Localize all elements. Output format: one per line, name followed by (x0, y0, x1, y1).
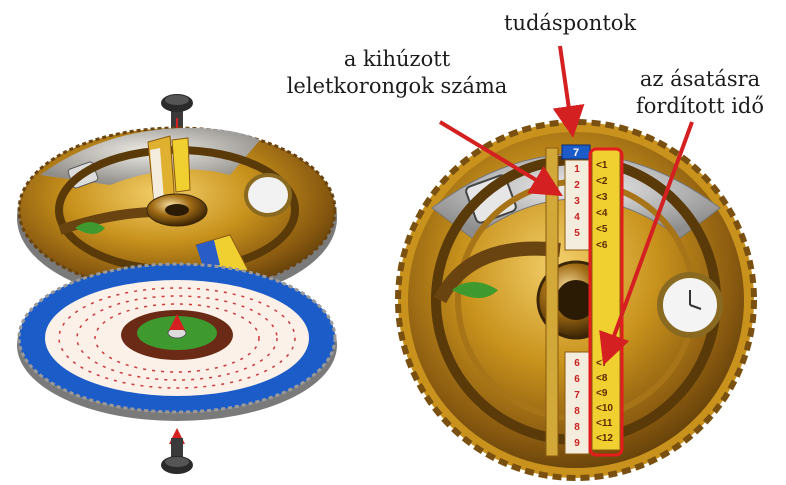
knowledge-number-lower-5: 9 (574, 438, 580, 449)
time-mark-lower-3: <10 (596, 403, 613, 414)
time-mark-lower-0: <7 (596, 358, 608, 369)
time-mark-0: <1 (596, 160, 608, 171)
label-knowledge-points: tudáspontok (504, 10, 636, 37)
knowledge-number-lower-4: 8 (574, 422, 580, 433)
label-drawn-discs-line1: a kihúzott (262, 46, 532, 73)
knowledge-number-lower-2: 7 (574, 390, 580, 401)
bottom-knob (161, 438, 193, 474)
knowledge-points-arrow (560, 46, 572, 130)
label-excavation-time-line1: az ásatásra (620, 66, 780, 93)
time-mark-lower-1: <8 (596, 373, 608, 384)
time-mark-lower-4: <11 (596, 418, 613, 429)
time-mark-3: <4 (596, 208, 608, 219)
label-knowledge-points-text: tudáspontok (504, 10, 636, 37)
knowledge-number-0: 1 (574, 164, 580, 175)
score-disc-perspective (17, 264, 337, 421)
knowledge-number-lower-0: 6 (574, 358, 580, 369)
time-mark-1: <2 (596, 176, 608, 187)
label-excavation-time: az ásatásra fordított idő (620, 66, 780, 120)
knowledge-number-lower-1: 6 (574, 374, 580, 385)
time-mark-2: <3 (596, 192, 608, 203)
knowledge-number-lower-3: 8 (574, 406, 580, 417)
knowledge-number-4: 5 (574, 228, 580, 239)
label-drawn-discs: a kihúzott leletkorongok száma (262, 46, 532, 100)
knowledge-number-1: 2 (574, 180, 580, 191)
top-number-badge: 7 (573, 147, 579, 159)
knowledge-number-2: 3 (574, 196, 580, 207)
time-mark-lower-2: <9 (596, 388, 608, 399)
label-excavation-time-line2: fordított idő (620, 93, 780, 120)
time-mark-lower-5: <12 (596, 433, 613, 444)
time-mark-5: <6 (596, 240, 608, 251)
knowledge-number-3: 4 (574, 212, 580, 223)
label-drawn-discs-line2: leletkorongok száma (262, 73, 532, 100)
time-mark-4: <5 (596, 224, 608, 235)
